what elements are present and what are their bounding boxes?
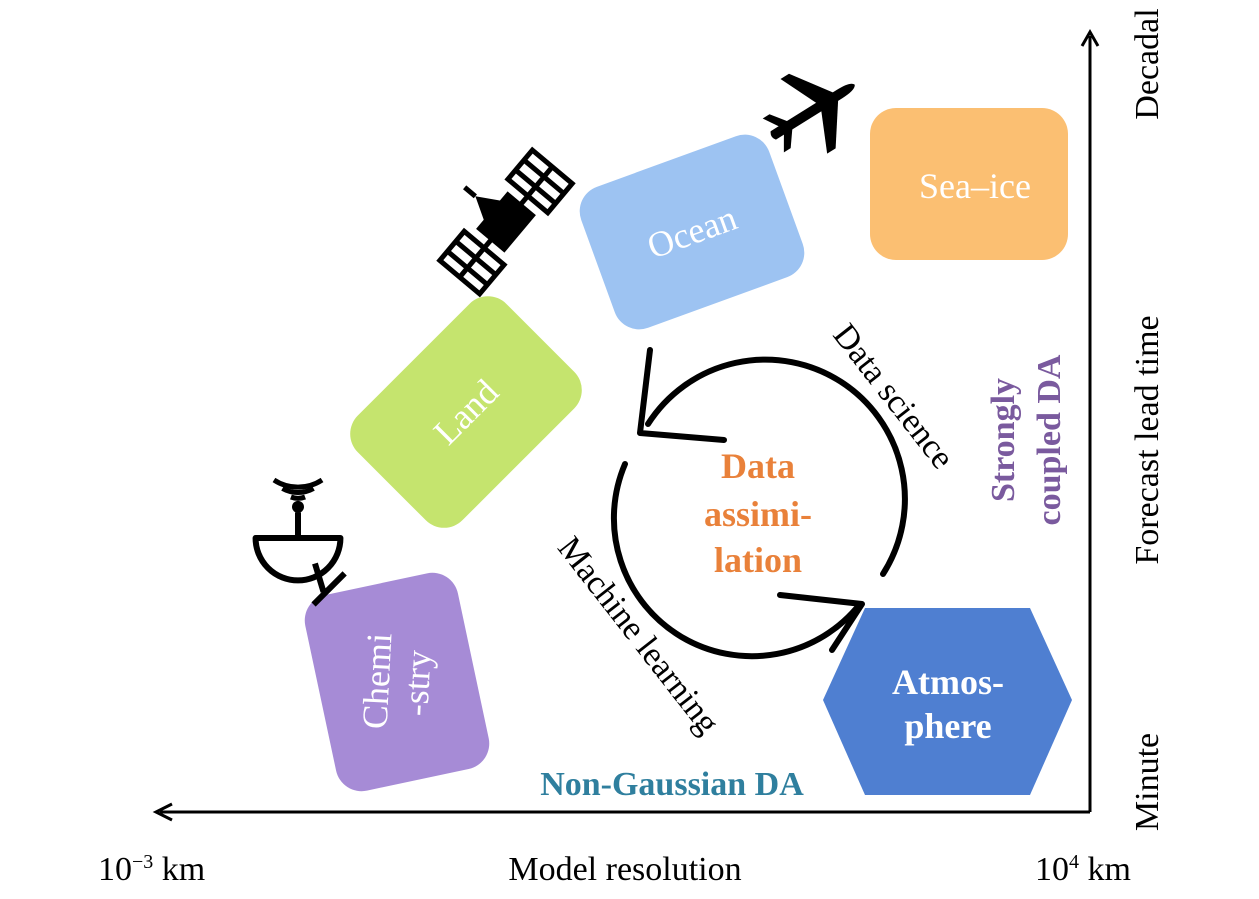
atmosphere-label-line2: phere [904,706,991,746]
chemistry-box: Chemi -stry [304,572,490,792]
satellite-dish-icon [252,477,347,607]
chemistry-label-line2: -stry [395,649,438,717]
strongly-coupled-line1: Strongly [985,378,1022,502]
atmosphere-label-line1: Atmos- [892,662,1004,702]
y-axis-top-tick: Decadal [1129,8,1166,119]
axes [152,28,1100,822]
data-assimilation-label: Data assimi- lation [704,446,812,580]
assimilation-cycle [610,347,908,660]
data-science-label: Data science [826,317,962,476]
cycle-arc-upper [645,356,908,577]
y-axis-arrowhead [1080,28,1100,47]
y-axis-title: Forecast lead time [1129,315,1166,564]
x-axis-arrowhead [152,802,173,822]
y-axis-bottom-tick: Minute [1129,733,1166,831]
data-assimilation-line2: assimi- [704,494,812,534]
atmosphere-box: Atmos- phere [823,608,1072,795]
x-axis-title: Model resolution [508,851,741,888]
cycle-arrowhead-lower [777,592,865,653]
satellite-icon [436,146,576,298]
x-axis-right-tick: 104 km [1035,851,1131,888]
data-assimilation-line1: Data [721,446,795,486]
chemistry-label-line1: Chemi [355,632,400,730]
ocean-box: Ocean [579,134,805,330]
strongly-coupled-label: Strongly coupled DA [985,354,1068,525]
sea-ice-label: Sea–ice [919,166,1031,206]
x-axis-left-tick: 10−3 km [98,851,205,888]
sea-ice-box: Sea–ice [870,108,1068,260]
land-box: Land [350,296,582,528]
airplane-icon [762,73,855,154]
non-gaussian-label: Non-Gaussian DA [540,766,804,803]
machine-learning-label: Machine learning [550,530,726,741]
strongly-coupled-line2: coupled DA [1031,354,1068,525]
cycle-arc-lower [610,461,863,660]
data-assimilation-line3: lation [714,540,802,580]
cycle-arrowhead-upper [637,347,727,443]
